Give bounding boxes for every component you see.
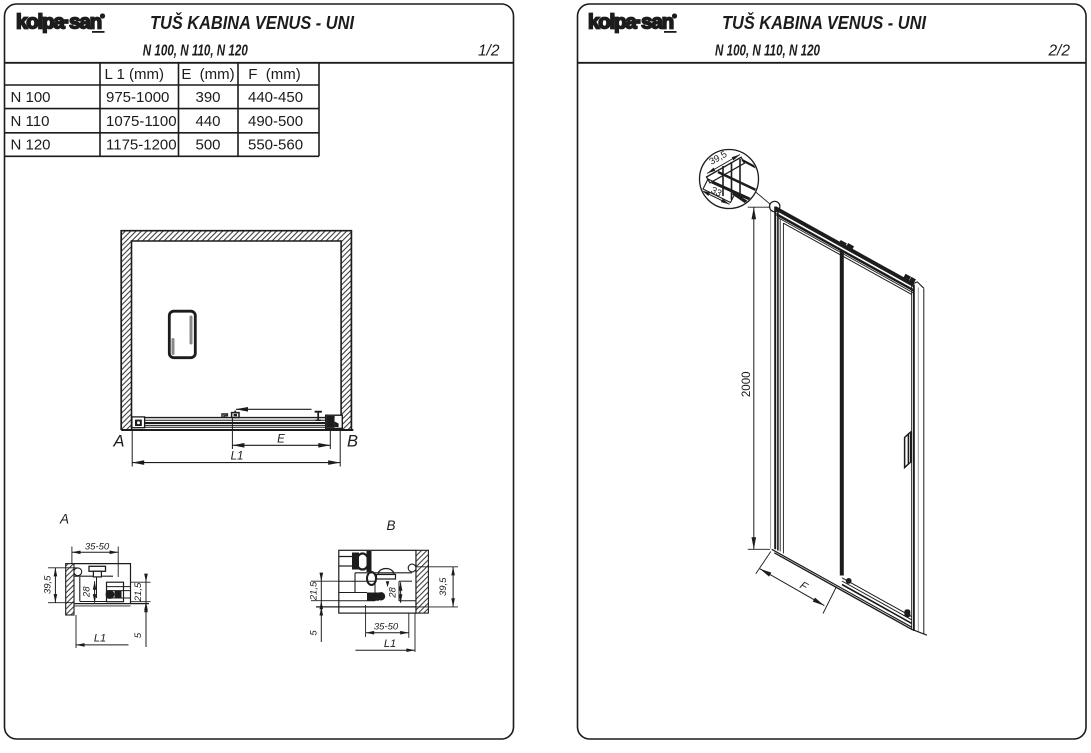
svg-text:N 100: N 100 — [11, 89, 51, 106]
svg-text:21,5: 21,5 — [133, 582, 144, 602]
svg-text:2000: 2000 — [741, 372, 753, 398]
svg-text:L1: L1 — [384, 638, 396, 650]
svg-text:TUŠ KABINA VENUS - UNI: TUŠ KABINA VENUS - UNI — [722, 12, 927, 33]
svg-text:kolpa·san: kolpa·san — [588, 11, 674, 34]
svg-text:975-1000: 975-1000 — [106, 89, 169, 106]
svg-text:490-500: 490-500 — [248, 113, 303, 130]
svg-text:A: A — [113, 433, 125, 451]
svg-text:500: 500 — [195, 137, 220, 154]
svg-text:28: 28 — [388, 587, 399, 599]
svg-text:N 100, N 110, N 120: N 100, N 110, N 120 — [715, 43, 820, 60]
svg-text:1175-1200: 1175-1200 — [106, 137, 177, 154]
svg-text:35-50: 35-50 — [374, 622, 399, 633]
svg-text:33: 33 — [709, 185, 723, 200]
svg-text:1075-1100: 1075-1100 — [106, 113, 177, 130]
svg-text:N 100, N 110, N 120: N 100, N 110, N 120 — [143, 43, 248, 60]
svg-text:N 120: N 120 — [11, 137, 51, 154]
svg-text:L1: L1 — [94, 633, 106, 645]
svg-text:440-450: 440-450 — [248, 89, 303, 106]
svg-text:5: 5 — [308, 630, 319, 636]
svg-text:5: 5 — [133, 632, 144, 638]
svg-text:kolpa·san: kolpa·san — [16, 11, 102, 34]
svg-text:21,5: 21,5 — [308, 581, 319, 601]
svg-text:35-50: 35-50 — [85, 542, 110, 553]
svg-text:39,5: 39,5 — [438, 577, 449, 596]
svg-text:1/2: 1/2 — [478, 43, 500, 60]
svg-text:39,5: 39,5 — [43, 575, 54, 594]
svg-text:L1: L1 — [231, 451, 244, 463]
svg-text:N 110: N 110 — [11, 113, 50, 130]
svg-text:550-560: 550-560 — [248, 137, 303, 154]
svg-text:A: A — [59, 512, 69, 527]
svg-text:E (mm): E (mm) — [181, 66, 234, 83]
svg-text:B: B — [387, 518, 396, 533]
svg-text:F (mm): F (mm) — [248, 66, 300, 83]
svg-text:390: 390 — [195, 89, 220, 106]
svg-text:TUŠ KABINA VENUS - UNI: TUŠ KABINA VENUS - UNI — [150, 12, 355, 33]
svg-text:L 1 (mm): L 1 (mm) — [105, 66, 164, 83]
svg-text:B: B — [347, 433, 358, 451]
svg-text:2/2: 2/2 — [1047, 43, 1070, 60]
svg-text:28: 28 — [82, 586, 93, 598]
svg-text:E: E — [277, 434, 285, 446]
svg-text:440: 440 — [195, 113, 220, 130]
